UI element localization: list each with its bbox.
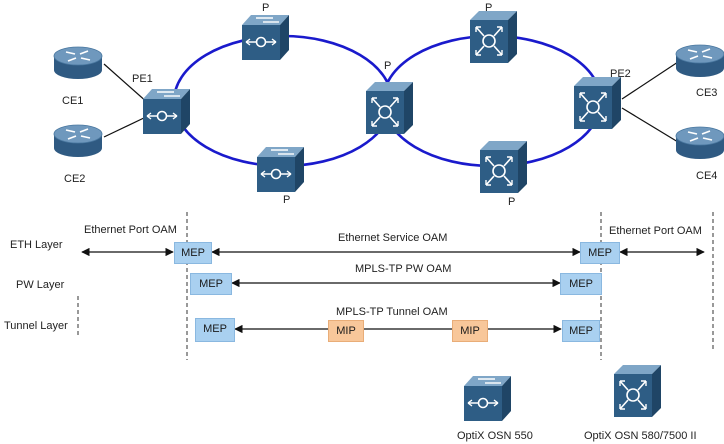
p-top-left-device-icon — [241, 14, 290, 61]
p-bottom-right-device-icon — [479, 140, 528, 194]
p-top-right-device-icon — [469, 10, 518, 64]
mip-tunnel-left: MIP — [328, 320, 364, 342]
mep-pw-left: MEP — [190, 273, 232, 295]
ce3-label: CE3 — [696, 87, 718, 99]
legend-osn-550-icon — [463, 375, 512, 422]
pe1-label: PE1 — [132, 73, 153, 85]
legend-osn-580-icon — [613, 364, 662, 418]
pw-layer-label: PW Layer — [16, 279, 65, 291]
tunnel-oam-label: MPLS-TP Tunnel OAM — [336, 306, 448, 318]
legend-osn-550-label: OptiX OSN 550 — [457, 430, 533, 442]
p-bottom-left-label: P — [283, 194, 291, 206]
ce3-router-icon — [675, 44, 724, 78]
mep-tunnel-right: MEP — [562, 320, 600, 342]
eth-service-oam-label: Ethernet Service OAM — [338, 232, 448, 244]
pe2-device-icon — [573, 76, 622, 130]
ce4-router-icon — [675, 126, 724, 160]
eth-port-oam-right-label: Ethernet Port OAM — [609, 225, 702, 237]
legend-osn-580-label: OptiX OSN 580/7500 II — [584, 430, 697, 442]
ce4-label: CE4 — [696, 170, 718, 182]
mep-eth-left: MEP — [174, 242, 212, 264]
ce2-router-icon — [53, 124, 103, 158]
access-links — [103, 61, 679, 143]
ce1-label: CE1 — [62, 95, 84, 107]
tunnel-layer-label: Tunnel Layer — [4, 320, 68, 332]
ce1-router-icon — [53, 46, 103, 80]
mep-pw-right: MEP — [560, 273, 602, 295]
mep-eth-right: MEP — [580, 242, 620, 264]
mep-tunnel-left: MEP — [195, 318, 235, 342]
mip-tunnel-right: MIP — [452, 320, 488, 342]
p-bottom-right-label: P — [508, 196, 516, 208]
p-center-device-icon — [365, 81, 414, 135]
oam-arrows — [81, 247, 705, 334]
pe2-label: PE2 — [610, 68, 631, 80]
eth-layer-label: ETH Layer — [10, 239, 63, 251]
p-center-label: P — [384, 60, 392, 72]
p-bottom-left-device-icon — [256, 146, 305, 193]
pw-oam-label: MPLS-TP PW OAM — [355, 263, 452, 275]
p-top-left-label: P — [262, 2, 270, 14]
p-top-right-label: P — [485, 2, 493, 14]
pe1-device-icon — [142, 88, 191, 135]
eth-port-oam-left-label: Ethernet Port OAM — [84, 224, 177, 236]
ce2-label: CE2 — [64, 173, 86, 185]
